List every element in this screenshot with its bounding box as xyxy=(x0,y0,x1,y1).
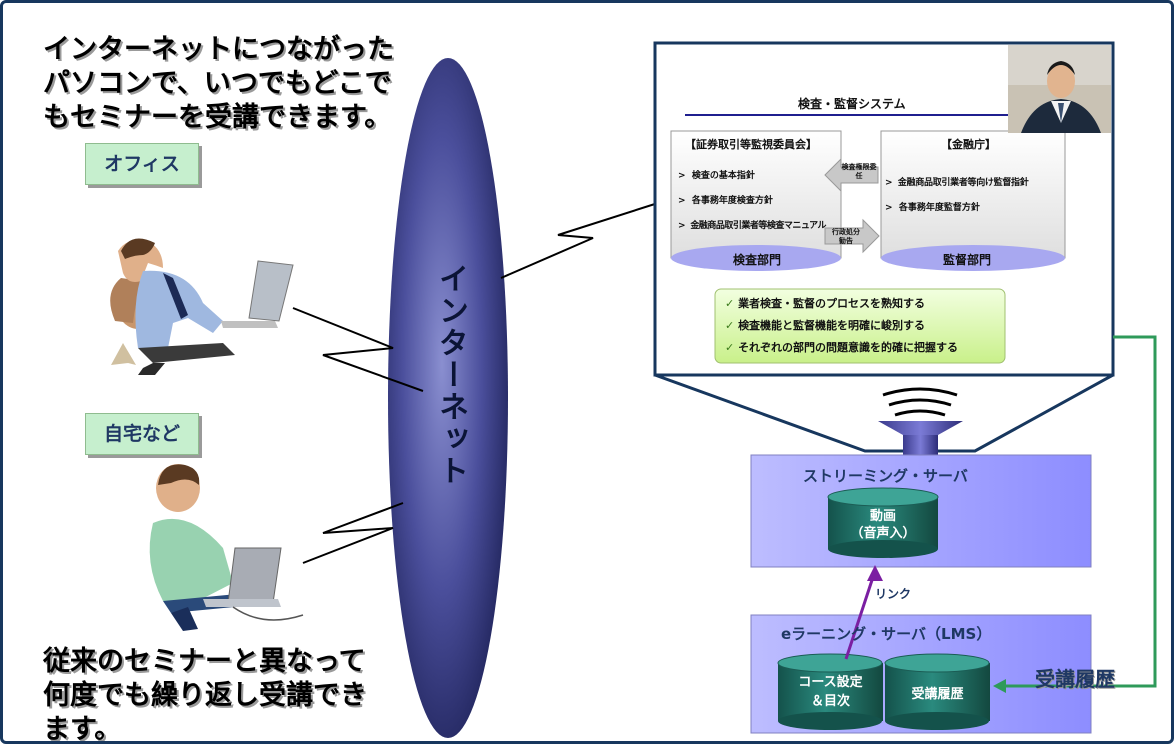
history-db-label: 受講履歴 xyxy=(911,687,964,702)
point-2: ✓ 検査機能と監督機能を明確に峻別する xyxy=(725,319,926,332)
point-3: ✓ それぞれの部門の問題意識を的確に把握する xyxy=(725,341,959,354)
course-db-label: コース設定 ＆目次 xyxy=(798,675,863,709)
link-label: リンク xyxy=(875,587,912,601)
intro-text: インターネットにつながった パソコンで、いつでもどこで もセミナーを受講できます… xyxy=(43,33,394,135)
lms-server-title: eラーニング・サーバ（LMS） xyxy=(781,625,992,643)
video-db-label: 動画 （音声入） xyxy=(850,509,916,541)
points-list: ✓ 業者検査・監督のプロセスを熟知する ✓ 検査機能と監督機能を明確に峻別する … xyxy=(725,295,1005,355)
projection-funnel xyxy=(654,373,1114,453)
point-1: ✓ 業者検査・監督のプロセスを熟知する xyxy=(725,297,926,310)
office-person-illustration xyxy=(110,238,294,375)
bottom-line-3: ます。 xyxy=(43,714,122,744)
left-item-3: > 金融商品取引業者等検査マニュアル xyxy=(678,221,827,231)
right-box-footer: 監督部門 xyxy=(943,253,992,267)
left-item-2: > 各事務年度検査方針 xyxy=(678,196,773,206)
intro-line-2: パソコンで、いつでもどこで xyxy=(43,68,392,99)
right-items-list: > 金融商品取引業者等向け監督指針 > 各事務年度監督方針 xyxy=(885,175,1065,213)
antenna-funnel xyxy=(878,421,963,435)
right-item-1: > 金融商品取引業者等向け監督指針 xyxy=(885,178,1029,188)
home-label: 自宅など xyxy=(85,413,199,455)
bottom-line-2: 何度でも繰り返し受講でき xyxy=(43,680,367,711)
arrow-left-label: 検査権限委任 xyxy=(841,163,877,180)
slide-title: 検査・監督システム xyxy=(798,97,906,111)
link-arrow xyxy=(844,570,877,660)
office-label: オフィス xyxy=(85,143,199,185)
left-box-footer: 検査部門 xyxy=(733,253,782,267)
bottom-text: 従来のセミナーと異なって 何度でも繰り返し受講でき ます。 xyxy=(43,645,367,744)
home-connection-line xyxy=(302,502,404,564)
streaming-server-title: ストリーミング・サーバ xyxy=(803,467,968,485)
diagram-graphics xyxy=(110,41,1157,738)
left-box-header: 【証券取引等監視委員会】 xyxy=(685,138,817,151)
history-connector xyxy=(1003,335,1157,688)
internet-label: インターネット xyxy=(433,263,468,487)
internet-to-slide-line xyxy=(500,202,659,279)
left-item-1: > 検査の基本指針 xyxy=(678,171,755,181)
arrow-right-label: 行政処分勧告 xyxy=(832,228,860,245)
history-label: 受講履歴 xyxy=(1035,667,1115,691)
internet-ellipse xyxy=(388,58,508,738)
intro-line-3: もセミナーを受講できます。 xyxy=(43,102,392,133)
home-person-illustration xyxy=(149,464,304,631)
bottom-line-1: 従来のセミナーと異なって xyxy=(43,646,366,677)
right-item-2: > 各事務年度監督方針 xyxy=(885,203,980,213)
intro-line-1: インターネットにつながった xyxy=(43,34,394,65)
office-connection-line xyxy=(292,307,424,392)
right-box-header: 【金融庁】 xyxy=(941,138,996,151)
left-items-list: > 検査の基本指針 > 各事務年度検査方針 > 金融商品取引業者等検査マニュアル xyxy=(678,168,843,231)
